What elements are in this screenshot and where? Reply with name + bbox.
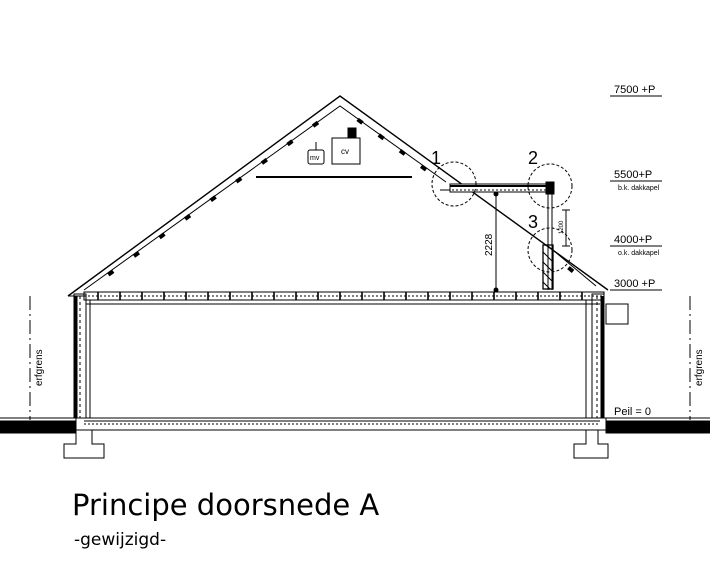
detail-number-3: 3 (528, 212, 538, 232)
ground-left (0, 417, 77, 434)
wall-left (73, 293, 91, 419)
roof-purlin (235, 176, 243, 184)
vent-box (605, 303, 629, 325)
drawing-subtitle: -gewijzigd- (74, 530, 167, 550)
level-label-4000: 4000+P (614, 234, 652, 246)
level-note-4000: o.k. dakkapel (618, 250, 660, 257)
level-label-7500: 7500 +P (614, 84, 655, 96)
detail-circle-3 (527, 227, 573, 273)
level-note-5500: b.k. dakkapel (618, 185, 660, 192)
dimension-height: 2228 (484, 233, 495, 256)
height-dimension (493, 191, 570, 293)
dormer (440, 181, 555, 290)
roof-purlin (286, 139, 294, 147)
roof-purlin (420, 164, 428, 172)
floor-joists (97, 292, 583, 300)
roof-purlin (107, 269, 115, 277)
roof-purlin (183, 213, 192, 221)
roof-purlin (311, 120, 320, 128)
roof-purlin (567, 266, 575, 273)
cv-unit (331, 127, 361, 165)
mv-unit (307, 142, 325, 165)
roof-purlin (132, 251, 140, 258)
level-label-3000: 3000 +P (614, 278, 655, 290)
first-floor (83, 291, 605, 305)
roof (67, 95, 609, 297)
roof-purlin (377, 133, 385, 141)
roof-purlin (209, 195, 217, 202)
detail-number-1: 1 (431, 148, 441, 168)
drawing-title: Principe doorsnede A (72, 488, 380, 522)
foundation-right (573, 430, 609, 459)
ground-floor-slab (75, 417, 607, 431)
roof-purlin (158, 232, 166, 240)
wall-right (585, 293, 605, 419)
detail-circle-2 (527, 163, 573, 209)
foundation-left (63, 430, 105, 459)
mv-label: mv (310, 155, 320, 162)
detail-circle-1 (431, 161, 477, 207)
cv-label: cv (341, 147, 349, 156)
level-label-peil: Peil = 0 (614, 406, 651, 418)
roof-purlin (356, 117, 364, 125)
detail-number-2: 2 (528, 148, 538, 168)
ground-right (605, 417, 710, 434)
boundary-label-right: erfgrens (694, 349, 705, 386)
boundary-label-left: erfgrens (34, 349, 45, 386)
roof-purlin (398, 149, 407, 156)
roof-purlins (107, 117, 575, 277)
dimension-small: 1200 (559, 220, 565, 234)
roof-purlin (260, 158, 268, 165)
level-label-5500: 5500+P (614, 169, 652, 181)
